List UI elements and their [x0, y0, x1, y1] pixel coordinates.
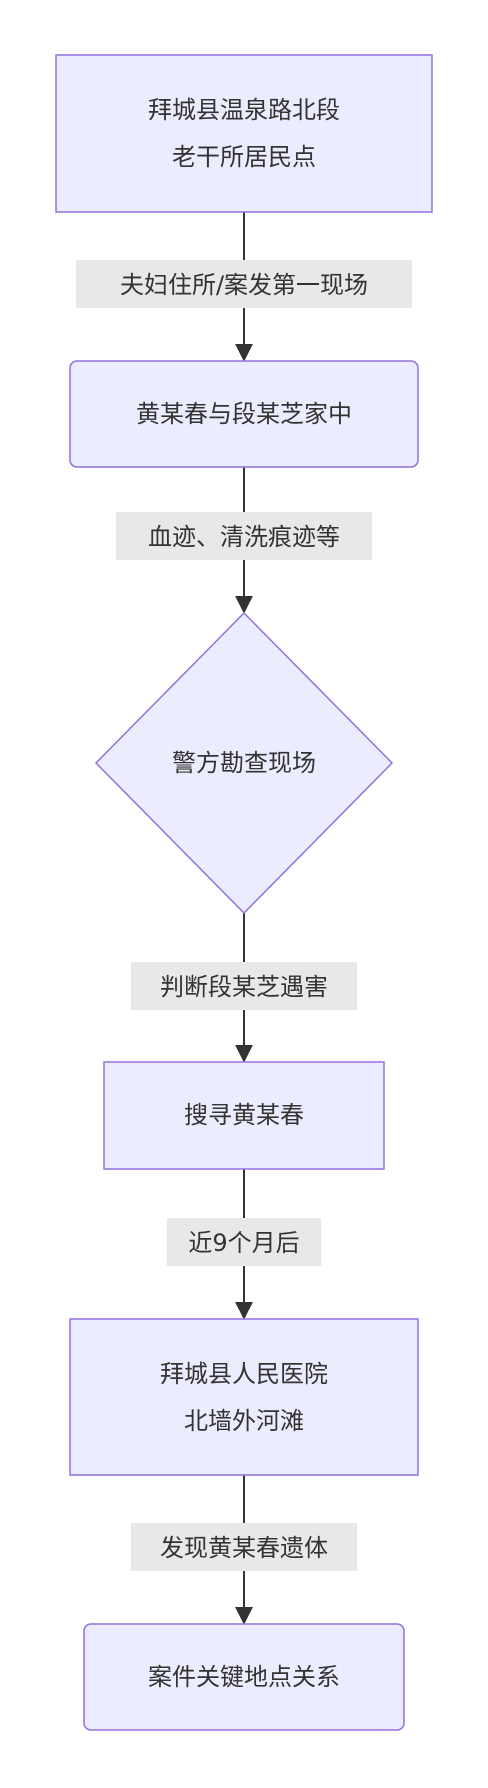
node-n5-line-2: 北墙外河滩 [184, 1407, 304, 1435]
node-n1-line-1: 拜城县温泉路北段 [148, 96, 340, 124]
node-n6-line-1: 案件关键地点关系 [148, 1663, 340, 1691]
node-n2-line-1: 黄某春与段某芝家中 [136, 400, 352, 428]
edge-label-text-2: 血迹、清洗痕迹等 [148, 523, 340, 551]
edge-label-3: 判断段某芝遇害 [131, 962, 357, 1010]
edge-label-text-4: 近9个月后 [188, 1229, 299, 1257]
edge-label-text-1: 夫妇住所/案发第一现场 [120, 271, 368, 299]
edge-label-1: 夫妇住所/案发第一现场 [76, 260, 412, 308]
edge-label-text-5: 发现黄某春遗体 [160, 1534, 328, 1562]
edge-label-2: 血迹、清洗痕迹等 [116, 512, 372, 560]
node-n4-line-1: 搜寻黄某春 [184, 1101, 304, 1129]
node-n3: 警方勘查现场 [94, 611, 394, 915]
edge-label-text-3: 判断段某芝遇害 [160, 973, 328, 1001]
node-n4: 搜寻黄某春 [103, 1061, 385, 1170]
node-n1-line-2: 老干所居民点 [172, 143, 316, 171]
edge-label-4: 近9个月后 [167, 1218, 321, 1266]
edge-label-5: 发现黄某春遗体 [131, 1523, 357, 1571]
node-n1: 拜城县温泉路北段 老干所居民点 [55, 54, 433, 213]
node-n6: 案件关键地点关系 [83, 1623, 405, 1731]
node-n5: 拜城县人民医院 北墙外河滩 [69, 1318, 419, 1476]
node-n3-line-1: 警方勘查现场 [172, 749, 316, 777]
node-n5-line-1: 拜城县人民医院 [160, 1360, 328, 1388]
node-n2: 黄某春与段某芝家中 [69, 360, 419, 468]
edge-labels: 夫妇住所/案发第一现场 血迹、清洗痕迹等 判断段某芝遇害 近9个月后 发现黄某春… [76, 260, 412, 1571]
